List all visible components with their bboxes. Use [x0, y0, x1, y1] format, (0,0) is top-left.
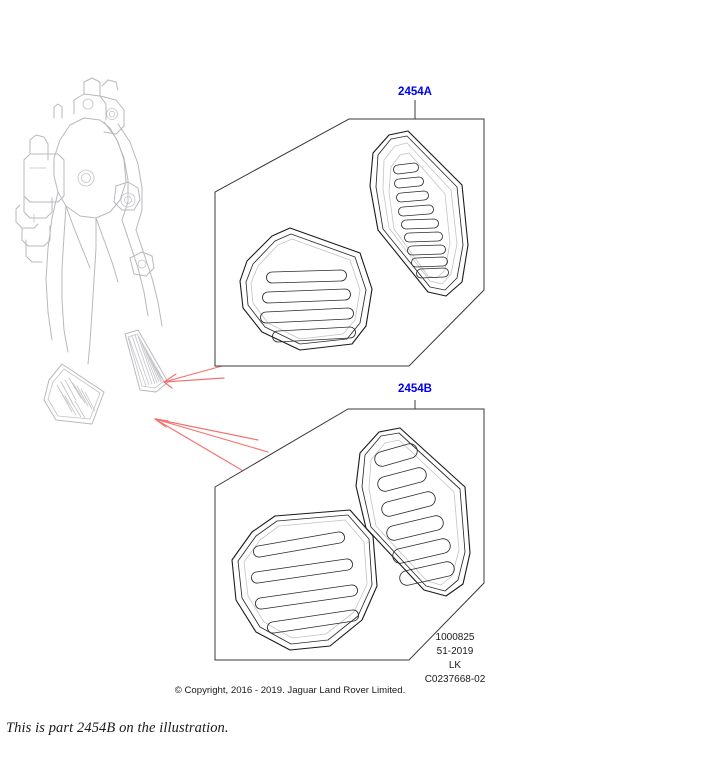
metadata-model-code: LK [449, 660, 462, 671]
metadata-drawing-number: 1000825 [436, 632, 475, 643]
detail-box-2454A: 2454A [214, 86, 485, 367]
detail-b-brake-pedal [231, 509, 378, 651]
metadata-document-code: C0237668-02 [425, 674, 486, 685]
pointer-arrows-lower [154, 418, 269, 473]
metadata-revision-date: 51-2019 [437, 646, 474, 657]
pointer-arrows-upper [163, 365, 225, 389]
part-caption: This is part 2454B on the illustration. [6, 719, 229, 736]
detail-b-accelerator-pedal [355, 427, 471, 597]
detail-a-brake-pedal [239, 227, 373, 351]
pedal-bracket [15, 77, 163, 365]
assembly-accelerator-pedal-pad [124, 329, 169, 393]
drawing-metadata: 1000825 51-2019 LK C0237668-02 [425, 632, 486, 685]
callout-label-2454B[interactable]: 2454B [398, 383, 432, 395]
illustration-svg: .blk { fill:none; stroke:#1a1a1a; stroke… [15, 77, 486, 696]
pedal-assembly-drawing [15, 77, 169, 425]
parts-illustration-canvas: .blk { fill:none; stroke:#1a1a1a; stroke… [15, 77, 486, 696]
callout-label-2454A[interactable]: 2454A [398, 86, 432, 98]
illustration-caption-bar: This is part 2454B on the illustration. [0, 708, 710, 748]
detail-box-2454B: 2454B 1000825 [214, 383, 486, 685]
assembly-brake-pedal-pad [43, 363, 105, 425]
copyright-notice: © Copyright, 2016 - 2019. Jaguar Land Ro… [175, 685, 406, 696]
detail-a-accelerator-pedal [369, 130, 469, 297]
